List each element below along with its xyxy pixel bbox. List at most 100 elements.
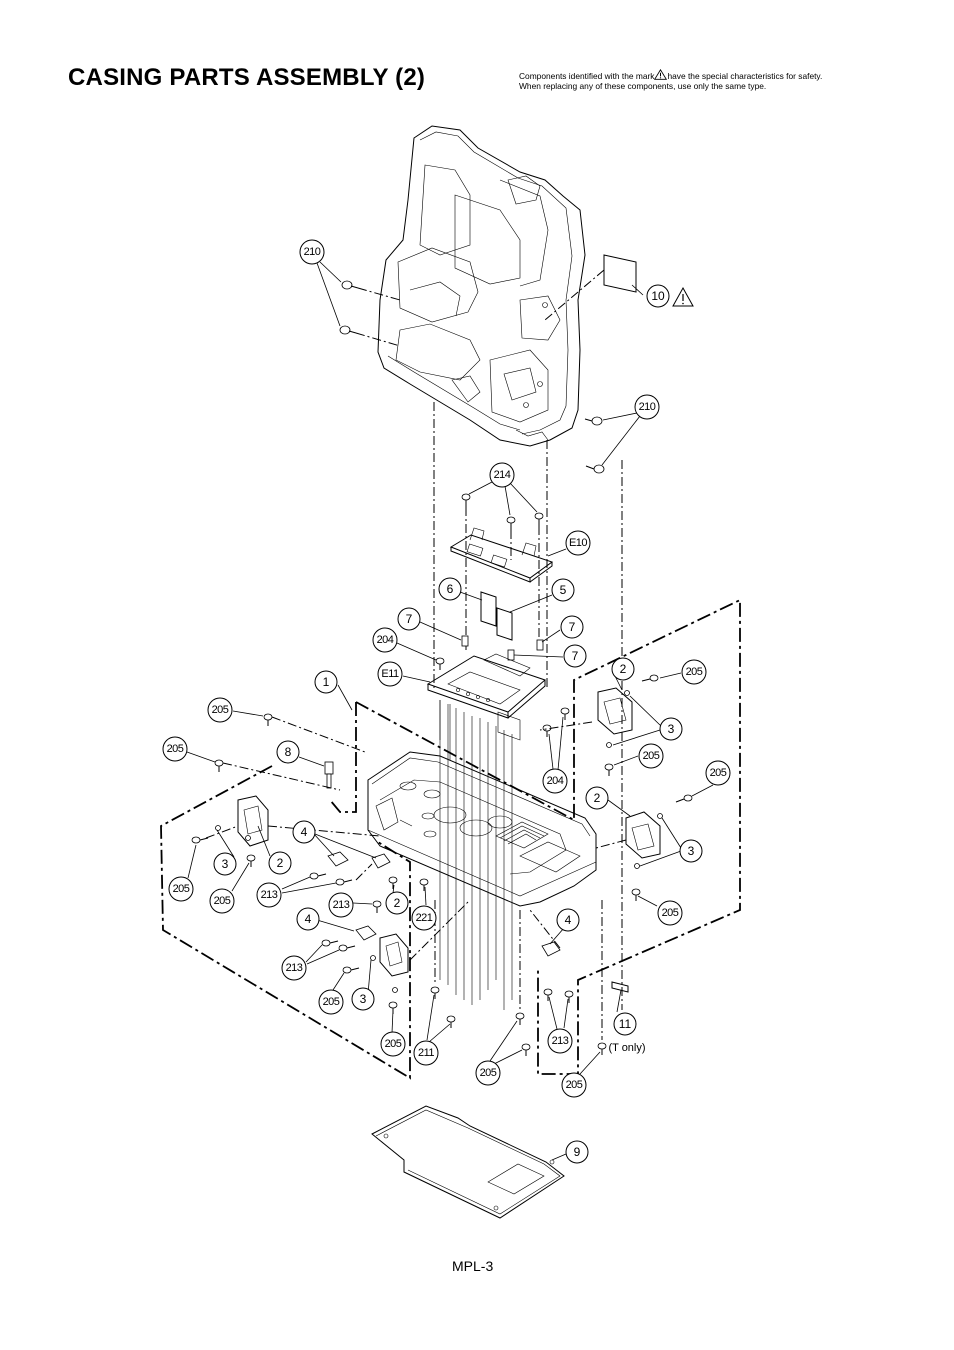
bracket-right-upper — [597, 687, 633, 735]
svg-text:205: 205 — [323, 996, 340, 1008]
callout-11: 11 — [613, 1012, 637, 1036]
callout-4-lower-left: 4 — [296, 907, 320, 931]
warning-triangle-icon — [672, 286, 694, 307]
callout-204-lower: 204 — [542, 768, 568, 794]
callout-205-e: 205 — [705, 760, 731, 786]
label-part-11 — [611, 981, 629, 993]
bracket-left — [237, 795, 269, 847]
callout-205-g: 205 — [168, 876, 194, 902]
svg-text:E11: E11 — [381, 668, 399, 680]
svg-text:205: 205 — [686, 666, 703, 678]
board-e10 — [449, 527, 554, 583]
callout-213-d: 213 — [547, 1028, 573, 1054]
safety-note-line2: When replacing any of these components, … — [519, 81, 767, 91]
lower-casing — [367, 751, 597, 907]
subassembly-boundaries — [160, 598, 741, 1080]
callout-205-c: 205 — [681, 659, 707, 685]
callout-7-right-lower: 7 — [563, 644, 587, 668]
callout-214: 214 — [489, 462, 515, 488]
screws-214 — [461, 493, 544, 530]
callout-4-lower-right: 4 — [556, 908, 580, 932]
svg-text:3: 3 — [668, 722, 675, 736]
callout-213-c: 213 — [281, 955, 307, 981]
callout-211: 211 — [413, 1040, 439, 1066]
spacer-part-8 — [324, 761, 334, 789]
leader-lines — [186, 261, 714, 1161]
callout-e10: E10 — [565, 530, 591, 556]
svg-text:E10: E10 — [569, 537, 587, 549]
svg-text:6: 6 — [447, 582, 454, 596]
callout-1: 1 — [314, 670, 338, 694]
svg-text:2: 2 — [277, 856, 284, 870]
svg-text:205: 205 — [173, 883, 190, 895]
callout-210-lower: 210 — [634, 394, 660, 420]
svg-text:213: 213 — [286, 962, 303, 974]
callout-205-b: 205 — [162, 736, 188, 762]
safety-note-line1-end: have the special characteristics for saf… — [667, 71, 823, 81]
screws-210 — [339, 280, 605, 474]
callout-205-j: 205 — [380, 1031, 406, 1057]
svg-text:7: 7 — [406, 612, 413, 626]
callout-3-right-upper: 3 — [659, 717, 683, 741]
bracket-right-lower — [625, 811, 661, 859]
svg-text:204: 204 — [547, 775, 564, 787]
upper-casing — [377, 125, 586, 447]
safety-note: Components identified with the mark have … — [519, 69, 919, 91]
svg-text:205: 205 — [212, 704, 229, 716]
svg-text:205: 205 — [480, 1067, 497, 1079]
svg-text:213: 213 — [261, 889, 278, 901]
svg-text:205: 205 — [214, 895, 231, 907]
svg-text:205: 205 — [566, 1079, 583, 1091]
svg-text:205: 205 — [385, 1038, 402, 1050]
callout-205-l: 205 — [561, 1072, 587, 1098]
callout-10: 10 — [646, 284, 670, 308]
callout-e11: E11 — [377, 661, 403, 687]
svg-text:7: 7 — [572, 649, 579, 663]
svg-text:205: 205 — [710, 767, 727, 779]
callout-3-lower: 3 — [351, 987, 375, 1011]
callout-205-h: 205 — [209, 888, 235, 914]
t-only-label: (T only) — [608, 1042, 645, 1054]
svg-text:213: 213 — [333, 899, 350, 911]
svg-text:5: 5 — [560, 583, 567, 597]
callout-7-right-upper: 7 — [560, 615, 584, 639]
svg-text:10: 10 — [651, 289, 665, 303]
safety-note-line1-start: Components identified with the mark — [519, 71, 655, 81]
svg-text:210: 210 — [304, 246, 321, 258]
callout-2-left: 2 — [268, 851, 292, 875]
callout-210-upper: 210 — [299, 239, 325, 265]
callout-213-a: 213 — [256, 882, 282, 908]
callout-7-left: 7 — [397, 607, 421, 631]
callout-8: 8 — [276, 740, 300, 764]
callout-4-upper: 4 — [292, 820, 316, 844]
callout-3-right-lower: 3 — [679, 839, 703, 863]
insulator-part-6 — [480, 591, 497, 627]
callout-204-upper: 204 — [372, 627, 398, 653]
svg-text:3: 3 — [222, 857, 229, 871]
holders-4 — [327, 851, 561, 957]
callout-2-lower-left: 2 — [385, 891, 409, 915]
callout-205-a: 205 — [207, 697, 233, 723]
page-number: MPL-3 — [452, 1258, 494, 1274]
svg-text:204: 204 — [377, 634, 394, 646]
svg-text:211: 211 — [418, 1047, 434, 1059]
svg-text:1: 1 — [323, 675, 330, 689]
callout-9: 9 — [565, 1140, 589, 1164]
svg-text:2: 2 — [594, 791, 601, 805]
svg-text:3: 3 — [688, 844, 695, 858]
svg-text:8: 8 — [285, 745, 292, 759]
callout-6: 6 — [438, 577, 462, 601]
callout-205-f: 205 — [657, 900, 683, 926]
screws-205 — [191, 674, 693, 1056]
svg-text:210: 210 — [639, 401, 656, 413]
callout-205-k: 205 — [475, 1060, 501, 1086]
board-e11 — [426, 653, 546, 760]
screws-213 — [309, 872, 574, 1003]
safety-label-part — [603, 254, 637, 293]
svg-text:4: 4 — [565, 913, 572, 927]
svg-text:205: 205 — [662, 907, 679, 919]
svg-text:205: 205 — [643, 750, 660, 762]
callout-3-left: 3 — [213, 852, 237, 876]
svg-text:205: 205 — [167, 743, 184, 755]
svg-text:213: 213 — [552, 1035, 569, 1047]
